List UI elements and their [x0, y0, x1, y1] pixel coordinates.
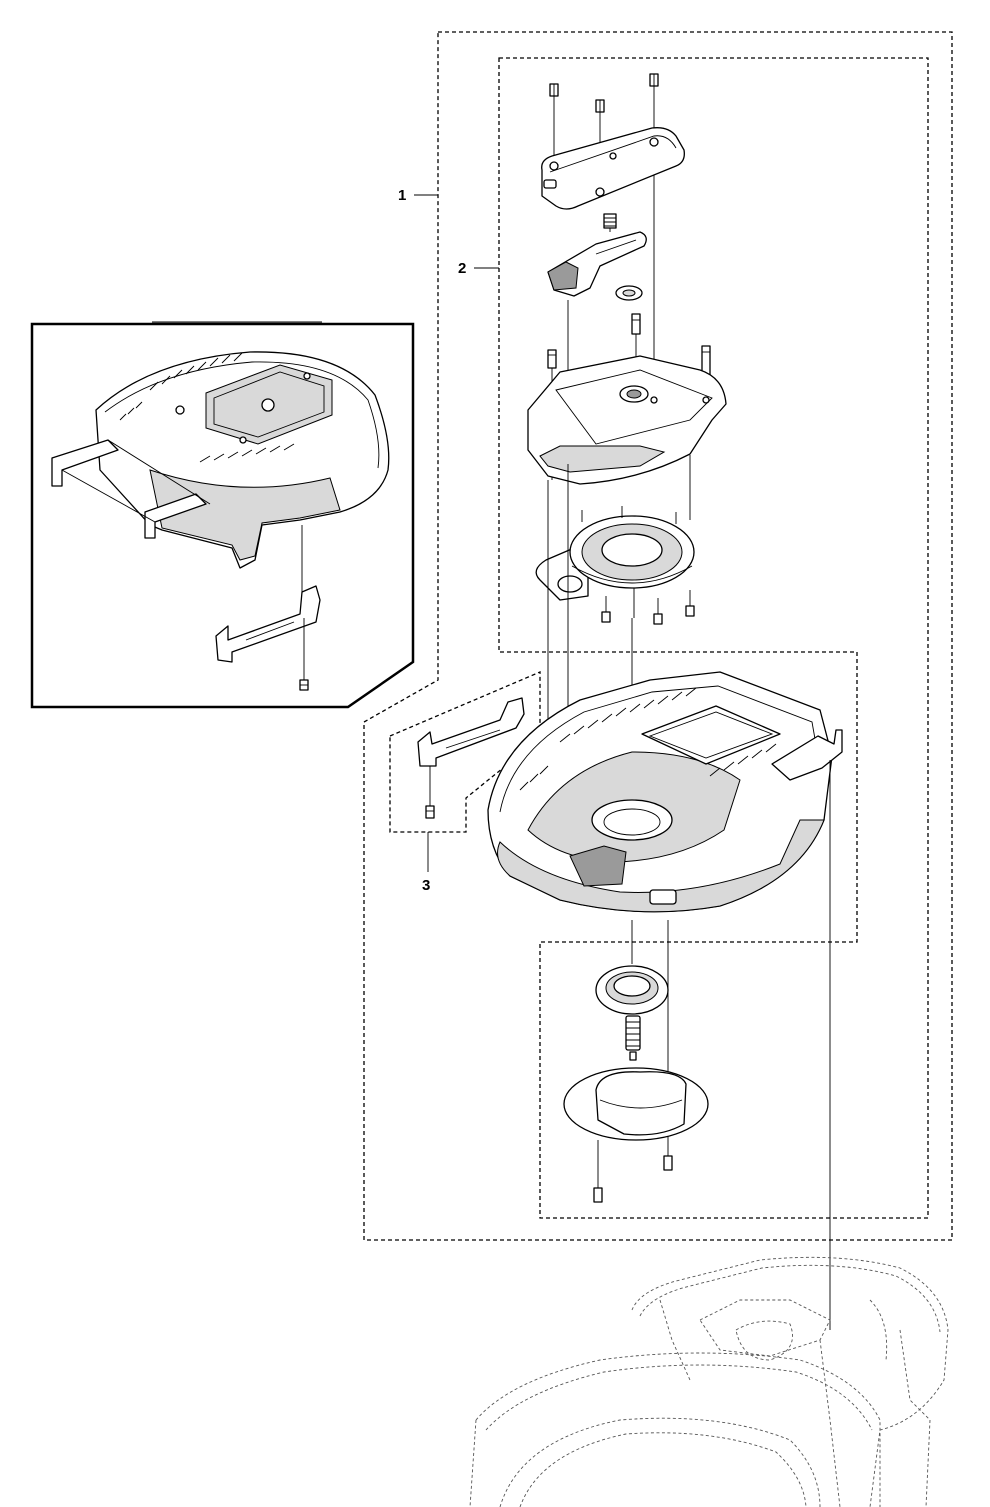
group-3-boundary	[389, 671, 541, 833]
group-1-boundary	[363, 31, 953, 1241]
housing-boss	[619, 385, 649, 403]
inset-latch	[215, 585, 321, 663]
ring-screws	[601, 590, 695, 625]
screw-d	[631, 313, 641, 335]
inset-plate-boss	[261, 398, 275, 412]
callout-2: 2	[458, 260, 466, 277]
lower-parts	[563, 920, 709, 1203]
access-cover-plate	[541, 127, 685, 210]
chassis-ribs	[519, 687, 777, 791]
inset-view	[30, 321, 415, 709]
chassis-front-fins	[569, 845, 627, 887]
group-2-boundary	[498, 57, 929, 1219]
grommet	[615, 285, 643, 301]
group-boundaries	[363, 31, 953, 1241]
seal-ring-assembly	[535, 506, 695, 618]
inset-cover-lower-skirt	[149, 469, 341, 561]
inset-cover-ribs	[119, 352, 295, 463]
group-2-parts	[527, 73, 727, 625]
lower-seal	[595, 965, 669, 1015]
chassis-window	[641, 705, 781, 765]
lower-spring	[625, 1015, 641, 1061]
inset-cover-rim	[104, 361, 380, 469]
latch-lever	[417, 697, 525, 767]
lower-flange	[563, 1067, 709, 1141]
mid-screws	[547, 313, 711, 381]
chassis-rim	[499, 685, 819, 813]
screw-c	[649, 73, 659, 87]
group-3-latch	[417, 697, 525, 819]
callout-1: 1	[398, 187, 406, 204]
callout-3: 3	[422, 877, 430, 894]
screw-e	[547, 349, 557, 369]
ghosted-mower-body	[469, 1256, 949, 1507]
inset-frame	[30, 322, 415, 709]
screw-a	[549, 83, 559, 97]
chassis-cover	[487, 464, 843, 1330]
inset-screw	[299, 679, 309, 691]
lower-screws	[593, 1136, 673, 1203]
chassis-center-ring	[591, 799, 673, 841]
callouts: 1 2 3	[398, 187, 499, 894]
top-screws	[549, 73, 659, 113]
latch-screw	[425, 805, 435, 819]
screw-b	[595, 99, 605, 113]
chassis-right-arm	[771, 729, 843, 781]
chassis-skirt	[497, 819, 825, 913]
small-spring	[603, 213, 617, 229]
chassis-handle-slot	[649, 889, 677, 905]
